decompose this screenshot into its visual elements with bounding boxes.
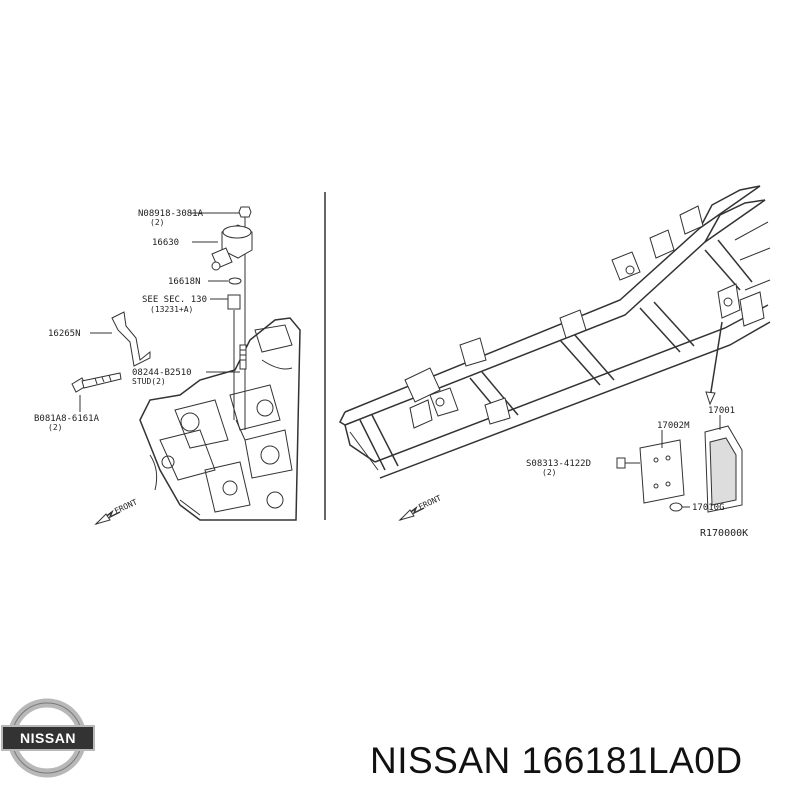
callout-nut-qty: (2) xyxy=(150,218,164,227)
bracket-bolt xyxy=(71,372,122,393)
callout-bolt-qty: (2) xyxy=(48,423,62,432)
front-arrow-left: FRONT xyxy=(94,497,139,526)
detail-arrow xyxy=(705,321,723,406)
callout-clip: 17010G xyxy=(692,503,725,513)
cover-17001 xyxy=(704,415,743,513)
drawing-code: R170000K xyxy=(700,528,748,539)
fuel-pump xyxy=(211,224,253,271)
callout-fuel-pump: 16630 xyxy=(152,238,179,248)
callout-o-ring: 16618N xyxy=(168,277,201,287)
callout-see-section: SEE SEC. 130 xyxy=(142,295,207,305)
engine-block xyxy=(139,317,301,521)
frame-view: 17002M 17001 S08313-4122D (2) 17010G R17… xyxy=(339,185,771,539)
logo-text: NISSAN xyxy=(20,730,76,746)
screw-08313 xyxy=(616,457,640,469)
callout-plate: 17002M xyxy=(657,421,690,431)
frame-mounts xyxy=(404,205,765,429)
callout-bracket: 16265N xyxy=(48,329,81,339)
callout-stud: 08244-B2510 xyxy=(132,368,192,378)
o-ring xyxy=(228,277,242,285)
clip-17010g xyxy=(669,502,690,512)
front-arrow-right: FRONT xyxy=(398,493,443,522)
stud xyxy=(239,344,247,370)
callout-stud-qty: STUD(2) xyxy=(132,377,166,386)
callout-nut: N08918-3081A xyxy=(138,209,204,219)
front-label-right: FRONT xyxy=(417,493,443,511)
part-caption: NISSAN 166181LA0D xyxy=(370,740,743,781)
callout-cover: 17001 xyxy=(708,406,735,416)
nissan-logo-icon: NISSAN xyxy=(1,698,95,778)
callout-bolt: B081A8-6161A xyxy=(34,414,100,424)
engine-view: N08918-3081A (2) 16630 16618N SEE SEC. 1… xyxy=(34,206,301,526)
callout-screw-qty: (2) xyxy=(542,468,556,477)
callout-see-section-ref: (13231+A) xyxy=(150,305,193,314)
tappet xyxy=(227,294,241,310)
plate-17002m xyxy=(639,430,685,504)
callout-screw: S08313-4122D xyxy=(526,459,591,469)
top-bolt xyxy=(238,206,252,218)
bracket xyxy=(111,311,151,367)
front-label-left: FRONT xyxy=(113,497,139,515)
